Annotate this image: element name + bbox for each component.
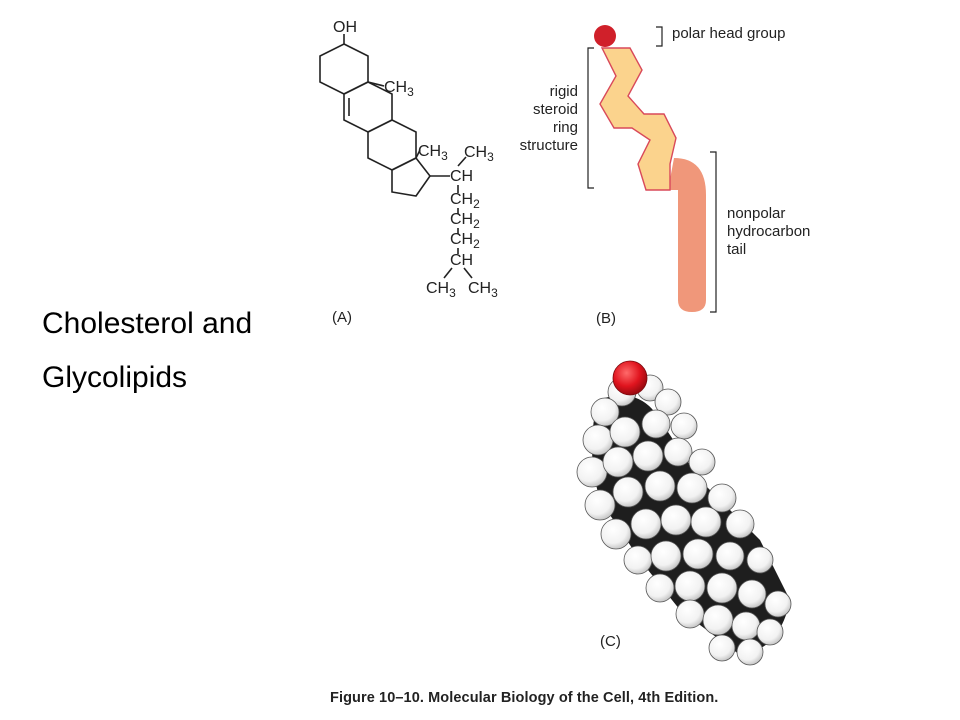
- nonpolar-label-1: nonpolar: [727, 205, 785, 222]
- oxygen-atom: [612, 360, 648, 396]
- slide-title-line-2: Glycolipids: [42, 361, 188, 394]
- polar-head-dot: [594, 25, 616, 47]
- polar-head-bracket: [656, 26, 663, 47]
- panel-b-labels: polar head group rigid steroid ring stru…: [520, 25, 811, 327]
- nonpolar-label-2: hydrocarbon: [727, 223, 810, 240]
- oh-label: OH: [333, 19, 357, 36]
- ch2-label-1: CH2: [450, 191, 480, 211]
- ch2-label-3: CH2: [450, 231, 480, 251]
- figure-caption: Figure 10–10. Molecular Biology of the C…: [330, 690, 719, 706]
- rigid-label-3: ring: [553, 119, 578, 136]
- slide-title-line-1: Cholesterol and: [42, 307, 253, 340]
- nonpolar-label-3: tail: [727, 241, 746, 258]
- rigid-label-4: structure: [520, 137, 578, 154]
- panel-c-label: (C): [600, 633, 621, 650]
- polar-head-label: polar head group: [672, 25, 785, 42]
- panel-a-structure: [319, 34, 473, 279]
- slide-title: Cholesterol and Glycolipids: [42, 297, 252, 405]
- ch3-label-d: CH3: [426, 280, 456, 300]
- ch3-label-b: CH3: [418, 143, 448, 163]
- panel-b-schematic: [587, 25, 717, 313]
- hydrocarbon-tail: [668, 158, 706, 312]
- hydrogen-atoms: [576, 374, 792, 666]
- rigid-label-1: rigid: [550, 83, 578, 100]
- space-filling-model: [576, 360, 792, 666]
- ch3-label-a: CH3: [384, 79, 414, 99]
- ch-label-lower: CH: [450, 252, 473, 269]
- ch-label: CH: [450, 168, 473, 185]
- tail-bracket: [710, 151, 717, 313]
- rigid-label-2: steroid: [533, 101, 578, 118]
- ch2-label-2: CH2: [450, 211, 480, 231]
- ch3-label-c: CH3: [464, 144, 494, 164]
- ch3-label-e: CH3: [468, 280, 498, 300]
- panel-a-label: (A): [332, 309, 352, 326]
- steroid-ring: [599, 47, 677, 191]
- panel-a-labels: OH CH3 CH3 CH3 CH CH2 CH2 CH2 CH CH3 CH3…: [332, 19, 498, 326]
- panel-b-label: (B): [596, 310, 616, 327]
- rigid-bracket: [587, 47, 594, 189]
